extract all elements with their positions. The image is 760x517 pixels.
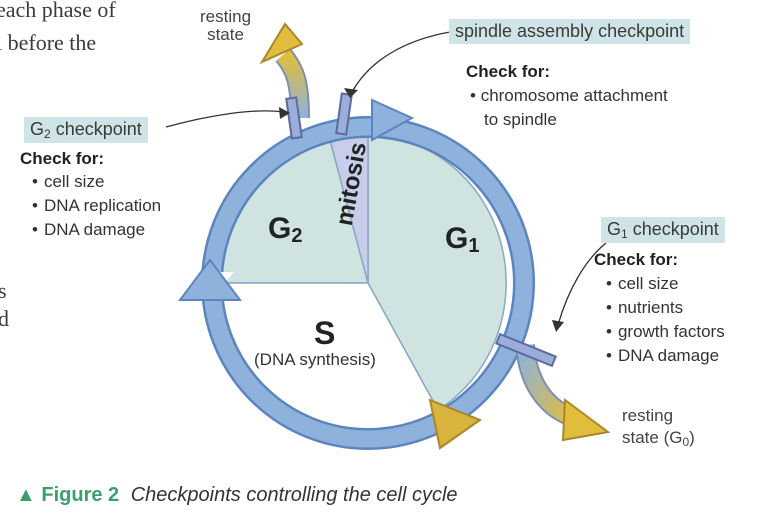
g2-checkpoint-label: G2 checkpoint	[24, 117, 148, 143]
figure-caption: ▲ Figure 2 Checkpoints controlling the c…	[16, 484, 458, 507]
figure-number: Figure 2	[41, 484, 120, 506]
g1-check-item: nutrients	[606, 296, 725, 320]
g2-check-item: cell size	[32, 170, 161, 194]
ring-arrowhead-bottom	[428, 398, 483, 450]
spindle-check-for-heading: Check for:	[466, 62, 551, 81]
figure-title: Checkpoints controlling the cell cycle	[130, 484, 458, 506]
pointer-spindle	[351, 31, 451, 93]
spindle-checkpoint-label: spindle assembly checkpoint	[449, 19, 691, 44]
pointer-g1	[557, 242, 607, 326]
g2-check-item: DNA replication	[32, 194, 161, 218]
spindle-check-item: to spindle	[484, 110, 557, 129]
g2-subscript: 2	[291, 225, 303, 247]
checkpoint-bar-g1	[495, 332, 557, 368]
pointer-g2	[165, 110, 284, 128]
resting-state-top: resting state	[200, 7, 252, 44]
caption-triangle-icon: ▲	[16, 484, 36, 506]
g2-phase-label: G2	[268, 212, 303, 247]
spindle-check-item: • chromosome attachment	[470, 86, 668, 105]
g1-phase-label: G1	[445, 222, 480, 257]
background-text-line-1: each phase of	[0, 0, 116, 22]
spindle-check-list: • chromosome attachment to spindle	[470, 84, 668, 132]
g1-check-list: cell size nutrients growth factors DNA d…	[606, 272, 725, 368]
background-text-line-3: s	[0, 278, 7, 303]
g2-check-item: DNA damage	[32, 218, 161, 242]
g1-check-item: cell size	[606, 272, 725, 296]
g2-check-list: cell size DNA replication DNA damage	[32, 170, 161, 242]
background-text-line-4: d	[0, 306, 9, 331]
s-phase-label: S	[314, 315, 336, 351]
resting-state-bottom: resting state (G0)	[622, 406, 695, 449]
g1-checkpoint-label: G1 checkpoint	[601, 217, 725, 243]
g1-check-for-heading: Check for:	[594, 250, 679, 269]
g1-check-item: growth factors	[606, 320, 725, 344]
g2-check-for-heading: Check for:	[20, 149, 105, 168]
g1-check-item: DNA damage	[606, 344, 725, 368]
s-phase-description: (DNA synthesis)	[254, 350, 376, 369]
g1-subscript: 1	[468, 235, 480, 257]
background-text-line-2: l before the	[0, 30, 97, 55]
ring-arrowhead-top	[371, 98, 415, 142]
checkpoint-bar-g2	[285, 96, 303, 140]
checkpoint-bar-spindle	[335, 92, 353, 136]
